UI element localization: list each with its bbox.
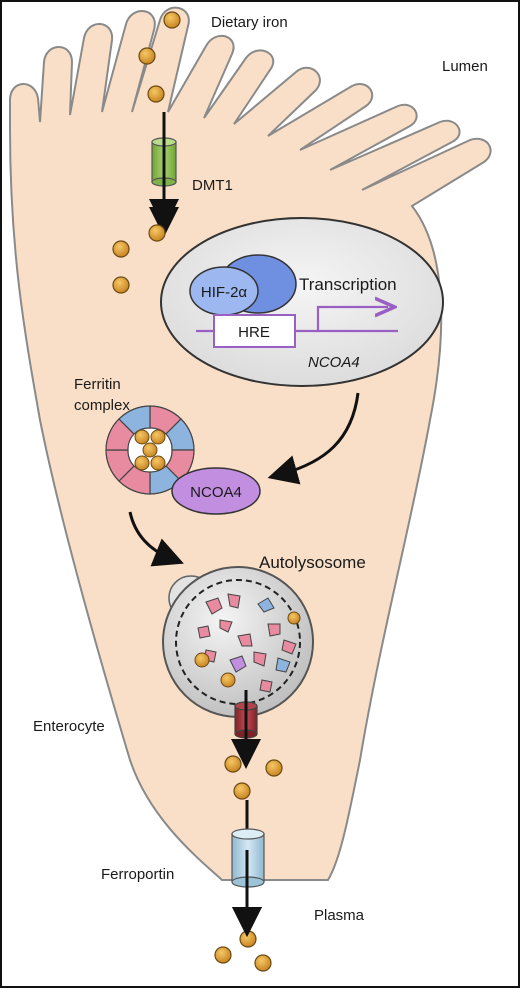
ncoa4-protein-label: NCOA4 — [190, 484, 242, 501]
iron-dot — [214, 946, 232, 964]
nucleus-to-ncoa4-arrow — [267, 392, 360, 485]
hre-element — [213, 314, 296, 348]
ncoa4-gene-label: NCOA4 — [308, 354, 360, 371]
iron-dot — [148, 224, 166, 242]
ferritin-iron-dot — [142, 442, 158, 458]
iron-dot — [112, 240, 130, 258]
ferritin-complex — [105, 405, 195, 495]
iron-dot — [147, 85, 165, 103]
ferritin-iron-dot — [150, 455, 166, 471]
enterocyte-cell — [9, 6, 492, 881]
transcription-start-arrow — [316, 307, 388, 331]
iron-dot — [224, 755, 242, 773]
autolysosome-label: Autolysosome — [259, 553, 366, 572]
enterocyte-label: Enterocyte — [33, 718, 105, 735]
ncoa4-protein — [171, 467, 261, 515]
dmt1-label: DMT1 — [192, 177, 233, 194]
lumen-label: Lumen — [442, 58, 488, 75]
iron-dot — [233, 782, 251, 800]
iron-dot — [254, 954, 272, 972]
iron-dot — [138, 47, 156, 65]
ferritin-label-line2: complex — [74, 397, 130, 414]
transcription-label: Transcription — [299, 275, 397, 294]
ferritin-label-line1: Ferritin — [74, 376, 121, 393]
iron-dot — [265, 759, 283, 777]
iron-dot — [163, 11, 181, 29]
hif-2a-label: HIF-2α — [201, 284, 248, 301]
iron-dot — [239, 930, 257, 948]
ferroportin-label: Ferroportin — [101, 866, 174, 883]
dietary-iron-label: Dietary iron — [211, 14, 288, 31]
ferritin-iron-dot — [134, 429, 150, 445]
hre-label: HRE — [238, 324, 270, 341]
autolysosome — [162, 566, 314, 718]
ferritinophagy-arrow — [128, 511, 184, 567]
ferritin-iron-dot — [134, 455, 150, 471]
plasma-label: Plasma — [314, 907, 365, 924]
iron-dot — [112, 276, 130, 294]
ferritin-iron-dot — [150, 429, 166, 445]
